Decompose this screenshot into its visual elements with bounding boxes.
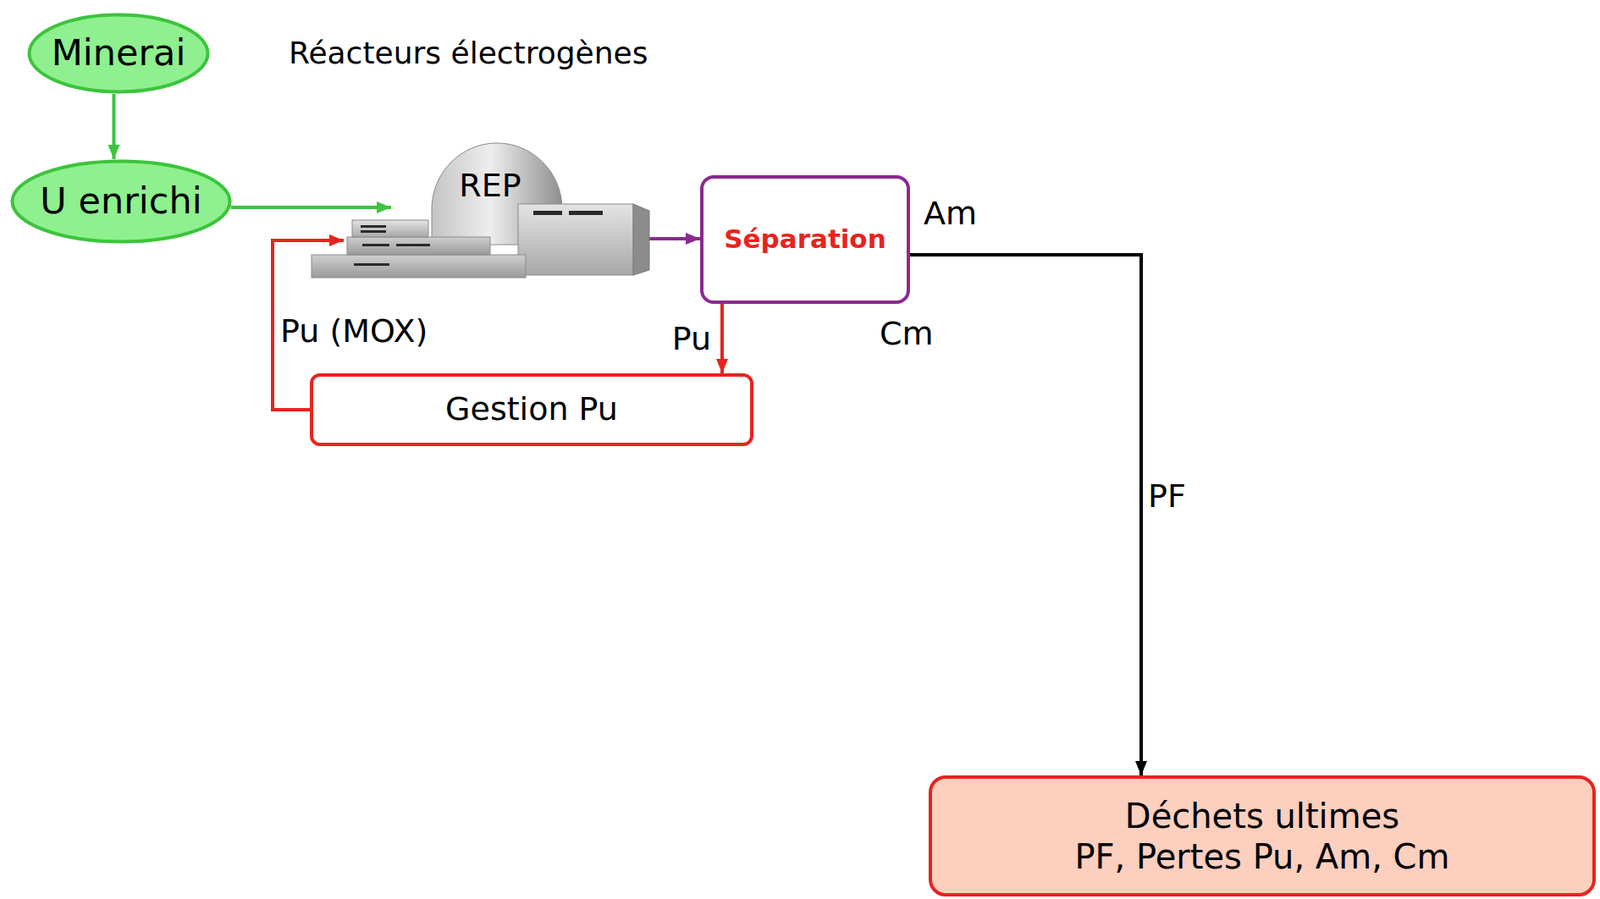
window-stripe (360, 230, 387, 233)
flow-arrow (112, 93, 116, 160)
node-label: Séparation (723, 223, 886, 255)
flow-arrow (720, 303, 724, 374)
node-label: REP (458, 166, 521, 206)
window-stripe (533, 210, 563, 216)
node-label: Déchets ultimes (1125, 795, 1400, 837)
stage-ellipse: U enrichi (10, 159, 232, 244)
window-stripe (568, 210, 603, 216)
window-stripe (396, 243, 431, 247)
window-stripe (362, 243, 390, 247)
diagram-title: Réacteurs électrogènes (288, 34, 648, 72)
flow-arrow (231, 205, 392, 210)
node-label: Gestion Pu (445, 390, 618, 430)
flow-label: Pu (MOX) (280, 312, 428, 352)
flow-arrow (910, 254, 1142, 776)
element-label: Cm (879, 314, 934, 354)
reactor-node: REP (311, 143, 650, 278)
node-label: U enrichi (39, 179, 202, 224)
annex-building (311, 254, 526, 278)
reactor-illustration (311, 143, 650, 278)
ellipse-shape (12, 161, 231, 243)
process-box: Gestion Pu (309, 373, 754, 447)
turbine-hall-side (633, 204, 650, 276)
node-body: PF, Pertes Pu, Am, Cm (1074, 836, 1450, 878)
ellipse-shape (29, 15, 209, 93)
annex-building (352, 220, 429, 238)
waste-box: Déchets ultimesPF, Pertes Pu, Am, Cm (928, 775, 1596, 897)
flow-arrow (649, 237, 701, 241)
annex-building (347, 237, 491, 255)
turbine-hall (518, 204, 634, 276)
window-stripe (360, 225, 387, 228)
flow-label: Pu (672, 320, 712, 359)
element-label: Am (923, 194, 977, 234)
flow-label: PF (1147, 477, 1187, 517)
window-stripe (353, 263, 390, 266)
node-label: Minerai (51, 31, 187, 76)
stage-ellipse: Minerai (27, 12, 210, 94)
process-box: Séparation (700, 175, 911, 304)
